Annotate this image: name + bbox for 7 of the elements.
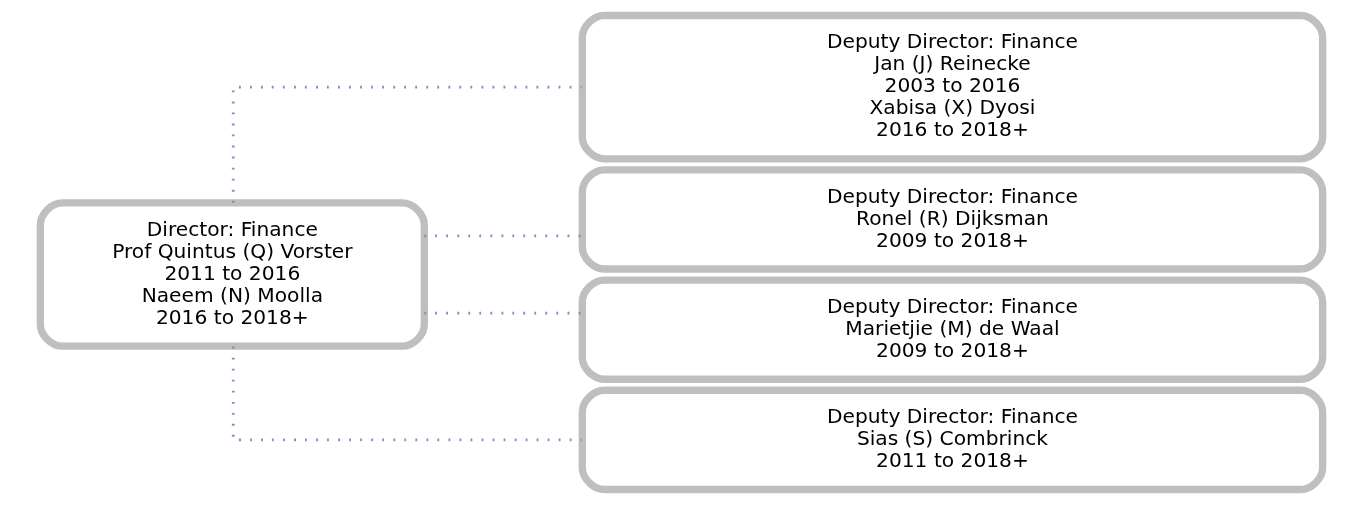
node-box: Deputy Director: Finance Jan (J) Reinecke 2003 to 2016 Xabisa (X) Dyosi 2016 to 2018+ — [578, 11, 1327, 163]
node-box: Deputy Director: Finance Marietjie (M) de Waal 2009 to 2018+ — [578, 276, 1327, 383]
connector — [231, 346, 582, 442]
node-box: Director: Finance Prof Quintus (Q) Vorster 2011 to 2016 Naeem (N) Moolla 2016 to 2018+ — [36, 199, 428, 350]
node-box: Deputy Director: Finance Sias (S) Combrinck 2011 to 2018+ — [578, 386, 1327, 494]
node-box: Deputy Director: Finance Ronel (R) Dijksman 2009 to 2018+ — [578, 166, 1327, 273]
connector — [231, 85, 582, 203]
